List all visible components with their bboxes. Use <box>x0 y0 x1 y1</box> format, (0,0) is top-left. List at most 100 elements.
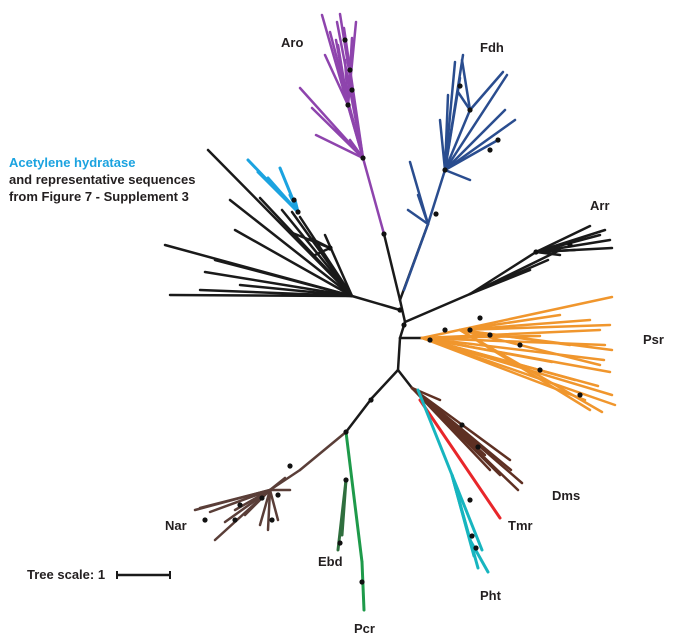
fdh-branch <box>460 58 472 112</box>
branch-node-dot <box>349 87 355 93</box>
rep-branch <box>203 270 354 298</box>
psr-branch <box>458 328 602 367</box>
aro-branch <box>323 53 350 107</box>
tree-branches <box>163 12 617 612</box>
psr-branch <box>420 334 542 340</box>
nar-branch <box>268 476 287 492</box>
clade-label-psr: Psr <box>643 332 664 347</box>
branch-node-dot <box>401 322 407 328</box>
branch-node-dot <box>537 367 543 373</box>
rep-branch <box>198 288 354 298</box>
backbone-branch <box>396 336 402 372</box>
pcr-branch <box>344 430 364 564</box>
branch-node-dot <box>475 444 481 450</box>
psr-branch <box>420 336 606 362</box>
annotation-line-3: from Figure 7 - Supplement 3 <box>9 189 189 204</box>
backbone-branch <box>403 292 472 324</box>
rep-branch <box>313 246 332 257</box>
tree-scale-label: Tree scale: 1 <box>27 567 106 582</box>
branch-node-dot <box>567 242 573 248</box>
clade-label-aro: Aro <box>281 35 303 50</box>
backbone-branch <box>468 250 538 296</box>
clade-label-fdh: Fdh <box>480 40 504 55</box>
branch-node-dot <box>473 545 479 551</box>
branch-node-dot <box>477 315 483 321</box>
branch-node-dot <box>360 155 366 161</box>
fdh-branch <box>426 168 447 226</box>
branch-node-dot <box>469 533 475 539</box>
pht-branch <box>416 388 454 477</box>
branch-node-dot <box>343 477 349 483</box>
branch-node-dot <box>342 37 348 43</box>
branch-node-dot <box>345 102 351 108</box>
tmr-branch <box>418 398 502 520</box>
rep-branch <box>323 233 354 298</box>
backbone-branch <box>350 294 402 312</box>
clade-label-pcr: Pcr <box>354 621 375 636</box>
aro-branch <box>342 26 365 160</box>
branch-node-dot <box>347 67 353 73</box>
fdh-branch <box>406 208 430 226</box>
dms-branch <box>410 386 492 472</box>
branch-node-dot <box>381 231 387 237</box>
branch-node-dot <box>337 540 343 546</box>
arr-branch <box>534 224 592 254</box>
rep-branch <box>308 236 332 250</box>
fdh-branch <box>443 108 472 172</box>
acetylene-hydratase-branch <box>266 176 300 214</box>
aro-branch <box>361 156 386 236</box>
branch-node-dot <box>327 245 333 251</box>
fdh-branch <box>443 108 507 172</box>
branch-node-dot <box>259 495 265 501</box>
aro-branch <box>346 20 358 107</box>
backbone-branch <box>382 232 402 302</box>
clade-label-ebd: Ebd <box>318 554 343 569</box>
branch-node-dot <box>427 337 433 343</box>
fdh-branch <box>416 193 430 226</box>
clade-label-nar: Nar <box>165 518 187 533</box>
branch-node-dot <box>457 83 463 89</box>
psr-branch <box>420 336 577 382</box>
rep-branch <box>238 283 354 298</box>
branch-node-dot <box>269 517 275 523</box>
pht-branch <box>450 473 484 552</box>
branch-node-dot <box>467 107 473 113</box>
psr-branch <box>420 336 554 364</box>
psr-branch <box>420 295 614 340</box>
fdh-branch <box>456 90 472 112</box>
nar-branch <box>298 430 348 472</box>
branch-node-dot <box>533 249 539 255</box>
branch-node-dot <box>287 463 293 469</box>
branch-node-dot <box>487 332 493 338</box>
branch-node-dot <box>459 422 465 428</box>
branch-node-dot <box>237 502 243 508</box>
aro-branch <box>348 138 365 160</box>
tree-nodes <box>202 37 583 585</box>
branch-node-dot <box>397 307 403 313</box>
branch-node-dot <box>368 397 374 403</box>
branch-node-dot <box>275 492 281 498</box>
pht-branch <box>450 473 476 558</box>
branch-node-dot <box>487 147 493 153</box>
branch-node-dot <box>433 211 439 217</box>
dms-branch <box>410 386 480 449</box>
fdh-branch <box>443 138 500 172</box>
branch-node-dot <box>291 197 297 203</box>
nar-branch <box>243 488 272 517</box>
fdh-branch <box>443 53 465 172</box>
branch-node-dot <box>442 167 448 173</box>
branch-node-dot <box>295 209 301 215</box>
branch-node-dot <box>202 517 208 523</box>
branch-node-dot <box>467 327 473 333</box>
branch-node-dot <box>577 392 583 398</box>
fdh-branch <box>468 70 505 112</box>
psr-branch <box>458 328 614 352</box>
branch-node-dot <box>495 137 501 143</box>
clade-label-tmr: Tmr <box>508 518 533 533</box>
rep-branch <box>233 228 354 298</box>
fdh-branch <box>443 118 517 172</box>
branch-node-dot <box>517 342 523 348</box>
rep-branch <box>206 148 354 298</box>
acetylene-hydratase-title: Acetylene hydratase <box>9 155 136 170</box>
backbone-branch <box>396 368 414 390</box>
